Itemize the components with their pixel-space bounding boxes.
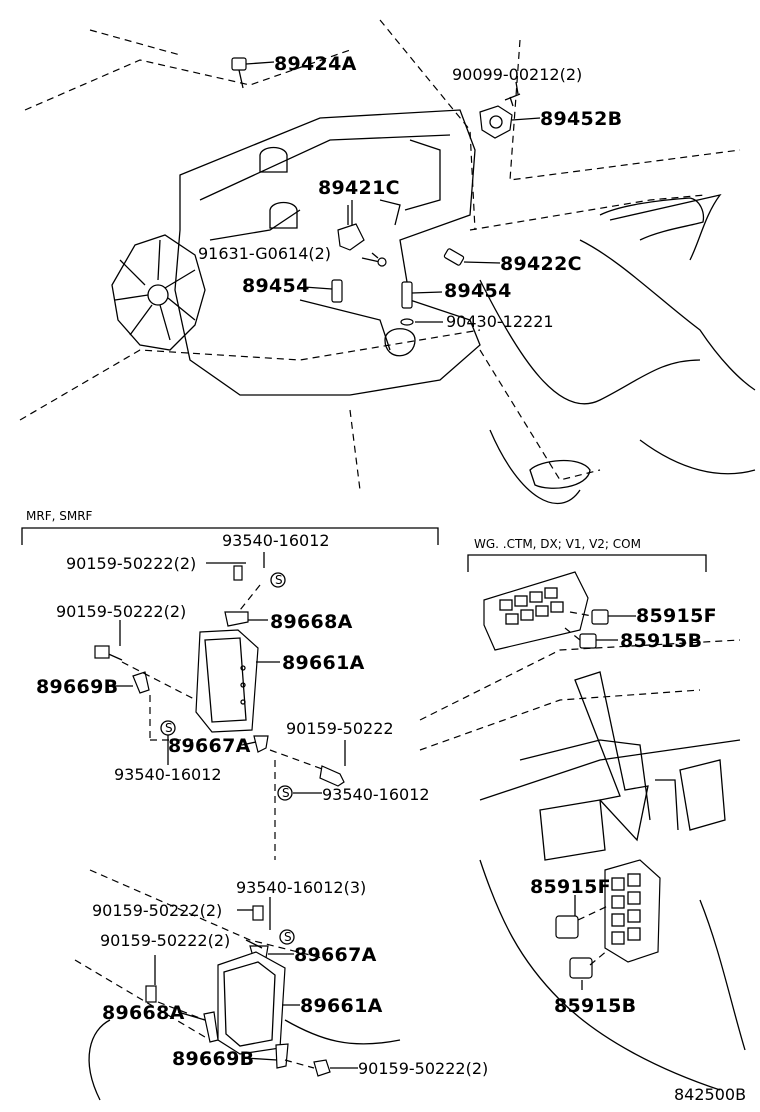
ecu-top-group	[94, 562, 345, 860]
label-89667A-bottom: 89667A	[294, 944, 377, 966]
label-85915B-top: 85915B	[620, 630, 702, 652]
section-label-wg-ctm: WG. .CTM, DX; V1, V2; COM	[474, 537, 641, 551]
label-89667A-top: 89667A	[168, 735, 251, 757]
dashboard-area	[419, 639, 746, 1091]
label-89452B: 89452B	[540, 108, 622, 130]
label-85915F-top: 85915F	[636, 605, 717, 627]
label-89661A-top: 89661A	[282, 652, 365, 674]
label-89421C: 89421C	[318, 177, 400, 199]
label-90159-50222-b: 90159-50222(2)	[56, 602, 186, 621]
sensor-89454-right	[401, 281, 413, 309]
labels: 89424A 90099-00212(2) 89452B 89421C 9163…	[26, 53, 746, 1104]
label-90430-12221: 90430-12221	[446, 312, 554, 331]
label-89669B-bottom: 89669B	[172, 1048, 254, 1070]
label-93540-16012-a: 93540-16012	[222, 531, 330, 550]
bolt-91631	[361, 257, 387, 267]
label-89454-left: 89454	[242, 275, 310, 297]
sensor-89454-left	[331, 279, 343, 303]
s-mark-2: S	[165, 721, 173, 735]
sensor-89424A	[231, 57, 247, 89]
engine-area	[19, 19, 756, 505]
label-89668A-bottom: 89668A	[102, 1002, 185, 1024]
label-93540-16012-b: 93540-16012	[114, 765, 222, 784]
leaders-ecu-bottom	[154, 897, 358, 1069]
s-mark-1: S	[275, 573, 283, 587]
leaders-top	[245, 61, 541, 323]
label-85915B-bottom: 85915B	[554, 995, 636, 1017]
section-label-mrf-smrf: MRF, SMRF	[26, 509, 93, 523]
label-90159-50222-d: 90159-50222(2)	[92, 901, 222, 920]
bolt-90099	[504, 93, 521, 107]
label-89669B-top: 89669B	[36, 676, 118, 698]
label-91631-G0614: 91631-G0614(2)	[198, 244, 331, 263]
ecu-bottom-group	[74, 869, 401, 1101]
label-90159-50222-c: 90159-50222	[286, 719, 394, 738]
label-89661A-bottom: 89661A	[300, 995, 383, 1017]
sensor-89421C	[337, 205, 365, 251]
label-89424A: 89424A	[274, 53, 357, 75]
label-93540-16012-3: 93540-16012(3)	[236, 878, 366, 897]
s-mark-4: S	[284, 930, 292, 944]
ecu-section-bracket	[21, 527, 439, 545]
leaders-ecu-top	[110, 552, 346, 794]
relay-section-bracket	[467, 554, 707, 572]
label-90099-00212: 90099-00212(2)	[452, 65, 582, 84]
sensor-89422C	[443, 248, 465, 266]
label-89454-right: 89454	[444, 280, 512, 302]
label-89422C: 89422C	[500, 253, 582, 275]
s-mark-3: S	[282, 786, 290, 800]
label-85915F-bottom: 85915F	[530, 876, 611, 898]
label-90159-50222-e: 90159-50222(2)	[100, 931, 230, 950]
label-90159-50222-a: 90159-50222(2)	[66, 554, 196, 573]
sensor-89452B	[479, 105, 513, 139]
label-89668A-top: 89668A	[270, 611, 353, 633]
label-93540-16012-c: 93540-16012	[322, 785, 430, 804]
label-90159-50222-f: 90159-50222(2)	[358, 1059, 488, 1078]
relay-block-top	[483, 571, 636, 651]
diagram-id: 842500B	[674, 1085, 746, 1104]
gasket-90430	[400, 318, 414, 326]
